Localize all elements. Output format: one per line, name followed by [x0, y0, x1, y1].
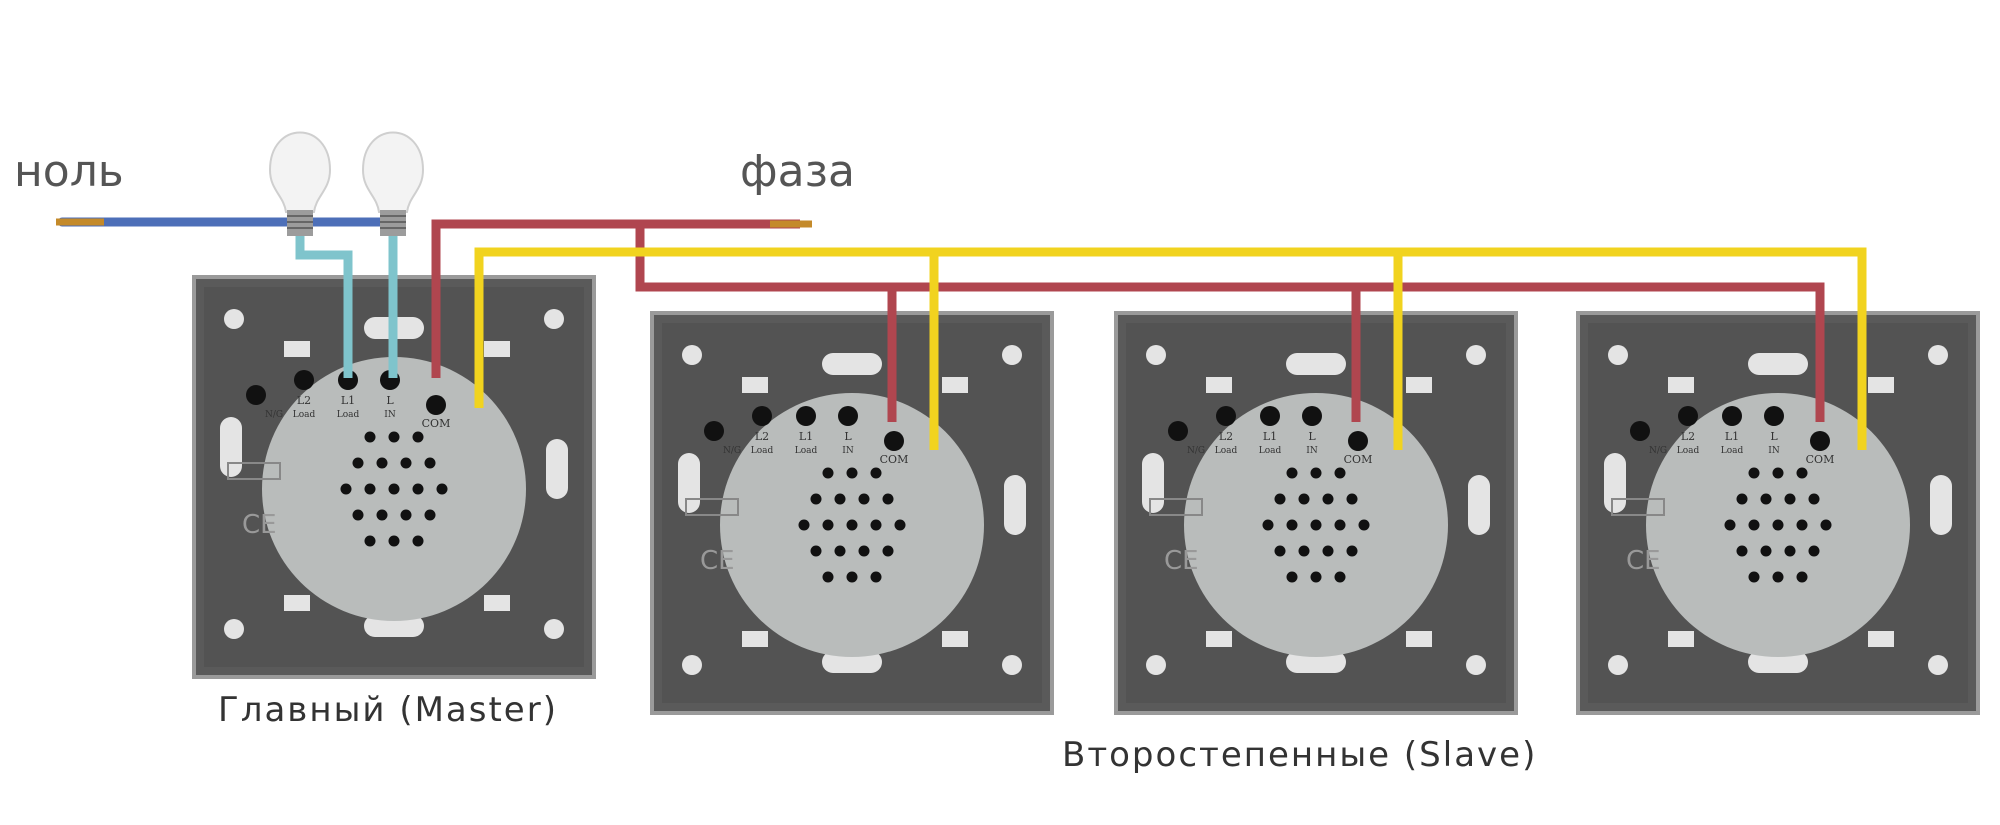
- terminal-label: COM: [422, 417, 451, 430]
- bulb-icon: [268, 131, 332, 236]
- terminal-label: IN: [384, 410, 396, 420]
- terminal-label: N/G: [1187, 446, 1205, 456]
- terminal-label: IN: [842, 446, 854, 456]
- terminal-label: L2: [297, 394, 311, 407]
- terminal-label: L2: [1681, 430, 1695, 443]
- bulb-icon: [361, 131, 425, 236]
- terminal-label: L2: [1219, 430, 1233, 443]
- terminal-label: Load: [1259, 446, 1282, 456]
- ce-mark: CE: [1626, 546, 1661, 576]
- phase-wire: [431, 219, 800, 378]
- terminal-label: N/G: [265, 410, 283, 420]
- wires: [56, 217, 1867, 450]
- terminal-label: L: [1770, 430, 1778, 443]
- terminal-label: L: [844, 430, 852, 443]
- terminal-label: L: [386, 394, 394, 407]
- terminal-label: L1: [1263, 430, 1277, 443]
- terminal-label: N/G: [723, 446, 741, 456]
- phase-label: фаза: [740, 146, 855, 197]
- terminal-label: Load: [751, 446, 774, 456]
- terminal-label: Load: [795, 446, 818, 456]
- terminal-label: COM: [880, 453, 909, 466]
- terminal-label: IN: [1306, 446, 1318, 456]
- terminal-label: L2: [755, 430, 769, 443]
- terminal-label: L1: [341, 394, 355, 407]
- neutral-label: ноль: [14, 146, 124, 197]
- terminal-label: Load: [293, 410, 316, 420]
- terminal-label: L: [1308, 430, 1316, 443]
- ce-mark: CE: [700, 546, 735, 576]
- terminal-label: L1: [799, 430, 813, 443]
- terminal-label: Load: [1721, 446, 1744, 456]
- terminal-label: Load: [337, 410, 360, 420]
- terminal-label: Load: [1215, 446, 1238, 456]
- master-label: Главный (Master): [218, 690, 558, 730]
- ce-mark: CE: [242, 510, 277, 540]
- terminal-label: COM: [1806, 453, 1835, 466]
- terminal-label: Load: [1677, 446, 1700, 456]
- com-bus: [474, 247, 1867, 450]
- slave-label: Второстепенные (Slave): [1062, 735, 1538, 775]
- terminal-label: N/G: [1649, 446, 1667, 456]
- ce-mark: CE: [1164, 546, 1199, 576]
- load-wire-l2: [295, 232, 353, 378]
- terminal-label: IN: [1768, 446, 1780, 456]
- terminal-label: L1: [1725, 430, 1739, 443]
- terminal-label: COM: [1344, 453, 1373, 466]
